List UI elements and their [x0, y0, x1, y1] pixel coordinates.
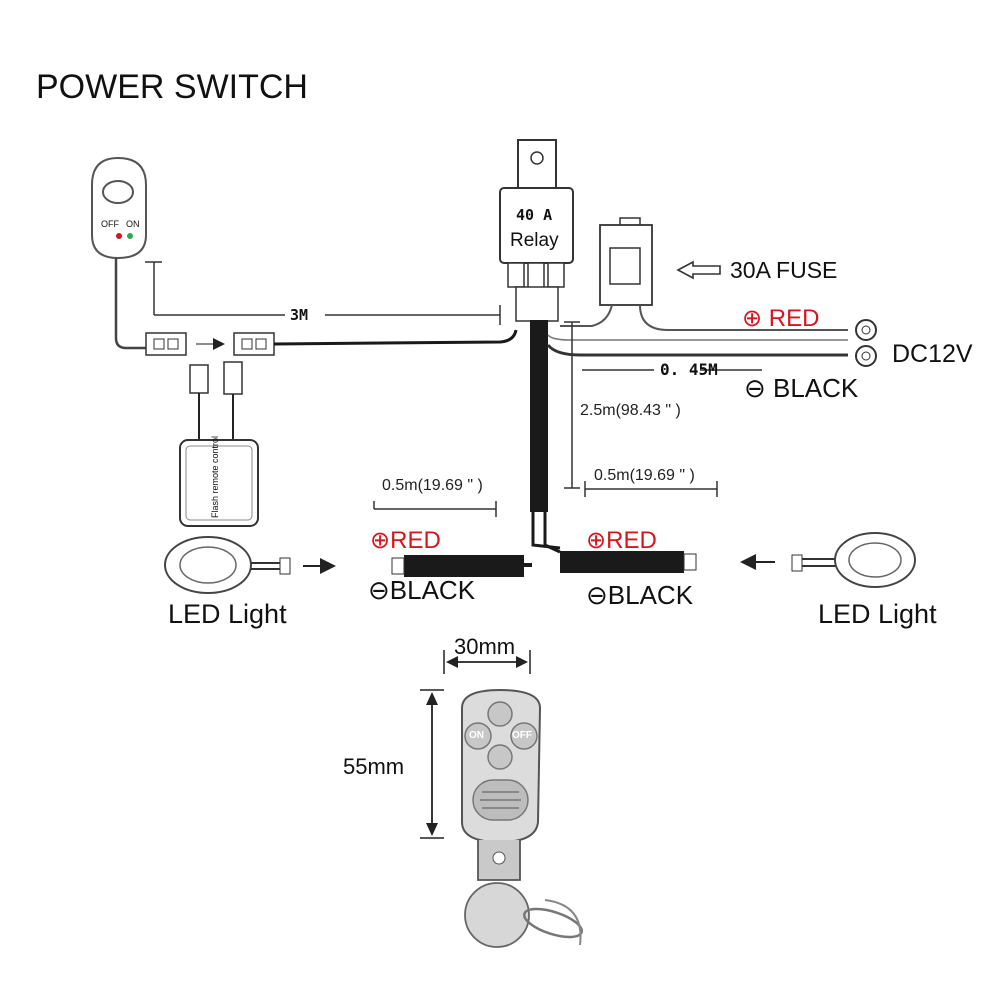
main-harness-trunk: [530, 320, 548, 512]
left-branch-length: 0.5m(19.69 " ): [382, 477, 483, 494]
right-branch-length: 0.5m(19.69 " ): [594, 467, 695, 484]
remote-key-clip: [523, 907, 583, 939]
left-negative-label: ⊖BLACK: [368, 575, 476, 605]
led-light-right-label: LED Light: [818, 599, 937, 629]
power-switch: [91, 156, 147, 260]
relay-body: [499, 139, 574, 322]
relay-rating: 40 A: [516, 206, 553, 224]
right-positive-label: ⊕RED: [586, 527, 657, 554]
right-branch-harness: [560, 551, 684, 573]
fuse-arrow: [676, 260, 721, 280]
led-light-right: [740, 532, 916, 588]
switch-on-label: ON: [126, 219, 140, 229]
switch-off-led: [116, 233, 122, 239]
diagram-title: POWER SWITCH: [36, 68, 308, 106]
flash-controller: [179, 361, 259, 527]
supply-voltage-label: DC12V: [892, 340, 973, 368]
main-trunk-length: 2.5m(98.43 " ): [580, 402, 681, 419]
relay-name: Relay: [510, 230, 559, 251]
remote-control: [461, 688, 583, 948]
led-light-left-label: LED Light: [168, 599, 287, 629]
battery-negative-label: ⊖ BLACK: [744, 373, 859, 403]
switch-connector-male: [145, 332, 187, 356]
switch-cable-length: 3M: [290, 306, 309, 324]
remote-on-label: ON: [469, 730, 484, 741]
remote-keyring-fob: [464, 882, 530, 948]
left-branch-harness: [404, 555, 524, 577]
remote-flash-button-bottom: [487, 744, 513, 770]
remote-off-label: OFF: [512, 730, 532, 741]
remote-width-label: 30mm: [454, 634, 516, 659]
fuse-label: 30A FUSE: [730, 257, 838, 283]
led-light-left: [164, 536, 336, 594]
switch-on-led: [127, 233, 133, 239]
remote-off-button: [510, 722, 538, 750]
switch-connector-female: [233, 332, 275, 356]
left-positive-label: ⊕RED: [370, 527, 441, 554]
right-negative-label: ⊖BLACK: [586, 580, 694, 610]
switch-off-label: OFF: [101, 219, 119, 229]
switch-lead-wire: [114, 258, 146, 350]
battery-cable-length: 0. 45M: [660, 360, 718, 379]
flash-controller-label: Flash remote control: [210, 435, 220, 518]
remote-flash-button-top: [487, 701, 513, 727]
switch-to-relay-wire: [273, 329, 518, 346]
remote-height-label: 55mm: [343, 754, 405, 779]
remote-on-button: [464, 722, 492, 750]
battery-negative-wire: [546, 343, 848, 357]
battery-positive-label: ⊕ RED: [742, 305, 820, 332]
fuse-holder: [560, 217, 848, 331]
